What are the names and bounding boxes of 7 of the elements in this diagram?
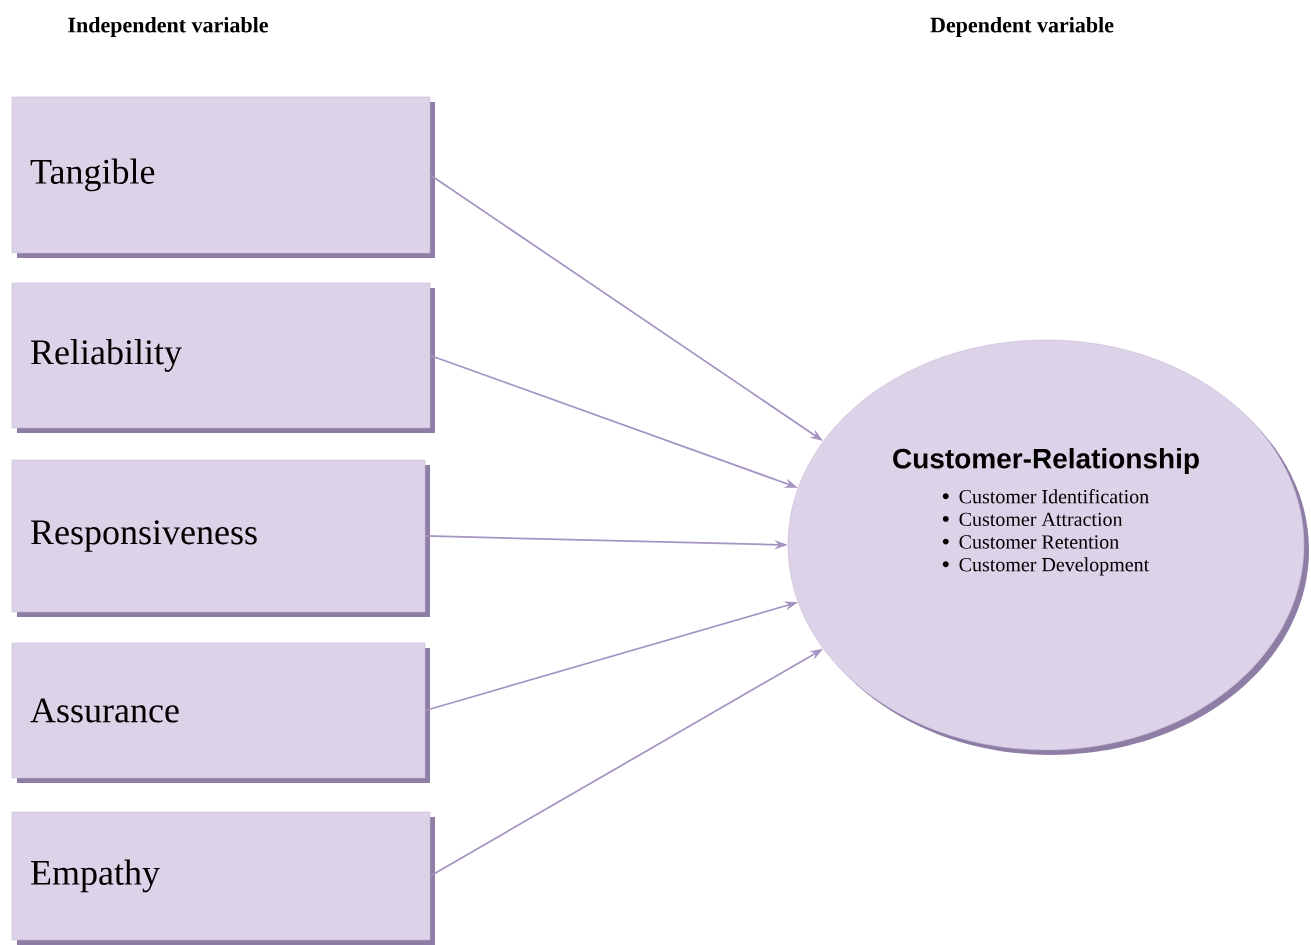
variable-box: Reliability xyxy=(11,282,435,433)
column-heading: Independent variable xyxy=(68,17,268,37)
variable-box: Responsiveness xyxy=(11,459,430,617)
variable-box: Empathy xyxy=(11,811,435,945)
column-heading: Dependent variable xyxy=(930,17,1114,37)
variable-box: Tangible xyxy=(11,96,435,258)
variable-box: Assurance xyxy=(11,642,430,783)
